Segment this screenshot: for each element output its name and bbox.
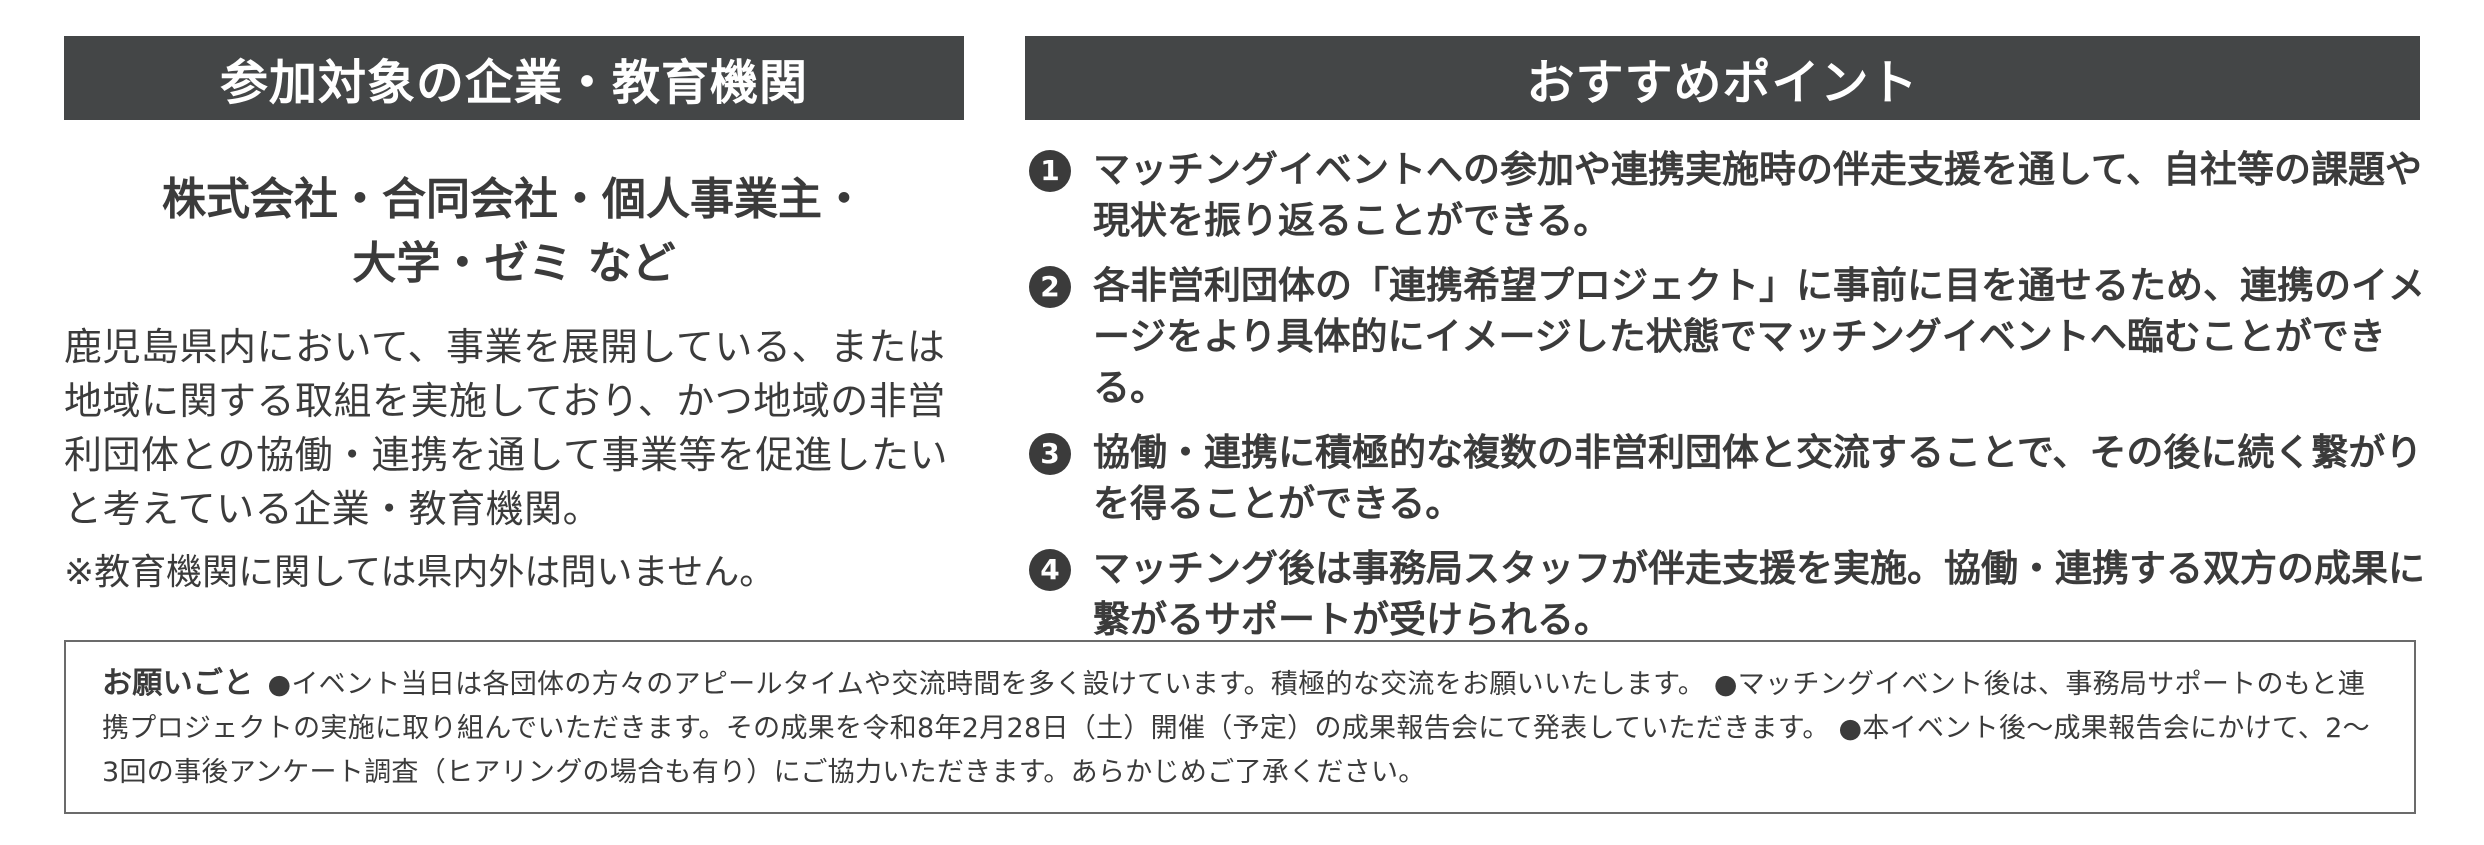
point-text-3: 協働・連携に積極的な複数の非営利団体と交流することで、その後に続く繋がりを得るこ… <box>1093 431 2423 525</box>
request-title: お願いごと <box>102 666 254 701</box>
number-1-icon: 1 <box>1029 150 1071 192</box>
point-item-2: 2 各非営利団体の「連携希望プロジェクト」に事前に目を通せるため、連携のイメージ… <box>1025 260 2425 413</box>
target-note: ※教育機関に関しては県内外は問いません。 <box>64 552 776 593</box>
target-types-line-2: 大学・ゼミ など <box>352 238 676 289</box>
point-item-1: 1 マッチングイベントへの参加や連携実施時の伴走支援を通して、自社等の課題や現状… <box>1025 144 2425 246</box>
point-text-2: 各非営利団体の「連携希望プロジェクト」に事前に目を通せるため、連携のイメージをよ… <box>1093 264 2425 409</box>
target-types: 株式会社・合同会社・個人事業主・ 大学・ゼミ など <box>64 168 964 296</box>
point-text-1: マッチングイベントへの参加や連携実施時の伴走支援を通して、自社等の課題や現状を振… <box>1093 148 2423 242</box>
recommended-points-list: 1 マッチングイベントへの参加や連携実施時の伴走支援を通して、自社等の課題や現状… <box>1025 144 2425 659</box>
number-3-icon: 3 <box>1029 433 1071 475</box>
participants-header: 参加対象の企業・教育機関 <box>64 36 964 120</box>
target-types-line-1: 株式会社・合同会社・個人事業主・ <box>162 174 866 225</box>
request-body: ●イベント当日は各団体の方々のアピールタイムや交流時間を多く設けています。積極的… <box>102 669 2370 788</box>
participants-header-title: 参加対象の企業・教育機関 <box>219 55 808 111</box>
number-4-icon: 4 <box>1029 549 1071 591</box>
number-2-icon: 2 <box>1029 266 1071 308</box>
point-item-3: 3 協働・連携に積極的な複数の非営利団体と交流することで、その後に続く繋がりを得… <box>1025 427 2425 529</box>
point-text-4: マッチング後は事務局スタッフが伴走支援を実施。協働・連携する双方の成果に繋がるサ… <box>1093 547 2425 641</box>
point-item-4: 4 マッチング後は事務局スタッフが伴走支援を実施。協働・連携する双方の成果に繋が… <box>1025 543 2425 645</box>
recommended-points-header: おすすめポイント <box>1025 36 2420 120</box>
request-box: お願いごと●イベント当日は各団体の方々のアピールタイムや交流時間を多く設けていま… <box>64 640 2416 814</box>
recommended-points-header-title: おすすめポイント <box>1526 55 1919 111</box>
target-description: 鹿児島県内において、事業を展開している、または地域に関する取組を実施しており、か… <box>64 325 948 531</box>
